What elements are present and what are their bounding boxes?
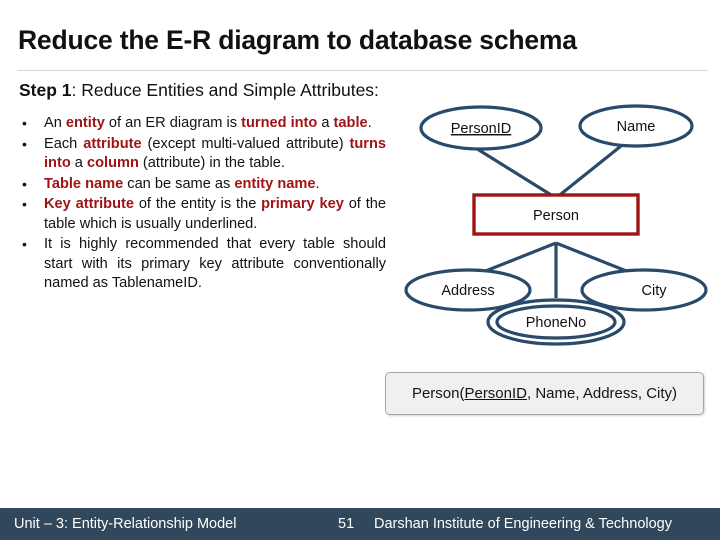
list-item: • Table name can be same as entity name. — [18, 175, 386, 195]
schema-relation-name: Person — [411, 385, 460, 402]
connector-name-to-person — [555, 140, 627, 200]
page-title: Reduce the E-R diagram to database schem… — [18, 25, 577, 55]
bullet-list: • An entity of an ER diagram is turned in… — [18, 114, 386, 295]
entity-person: Person — [472, 193, 640, 236]
emphasis-term: turned into — [241, 115, 318, 131]
er-diagram: PersonID Name Person Address City PhoneN… — [386, 100, 716, 350]
emphasis-term: column — [86, 155, 139, 172]
footer-bar: Unit – 3: Entity-Relationship Model 51 D… — [0, 508, 720, 540]
step-heading: Step 1: Reduce Entities and Simple Attri… — [19, 80, 379, 101]
plain-text: . — [315, 175, 320, 192]
list-item-text: Table name can be same as entity name. — [44, 175, 386, 195]
schema-primary-key: PersonID — [464, 385, 527, 402]
schema-open-paren: ( — [459, 385, 465, 402]
schema-columns: , Name, Address, City) — [527, 385, 678, 402]
attribute-personid: PersonID — [419, 105, 543, 151]
list-item: • It is highly recommended that every tab… — [18, 235, 386, 294]
list-item: • Key attribute of the entity is the prim… — [18, 195, 386, 234]
attribute-phoneno: PhoneNo — [486, 298, 626, 346]
attribute-label-phoneno: PhoneNo — [526, 315, 586, 331]
plain-text: a — [317, 115, 334, 131]
connector-personid-to-person — [465, 140, 557, 200]
attribute-label-personid: PersonID — [451, 121, 511, 137]
plain-text: Each — [44, 135, 84, 152]
emphasis-term: primary key — [261, 196, 344, 213]
list-item-text: Each attribute (except multi-valued attr… — [44, 135, 386, 174]
bullet-marker-icon: • — [22, 196, 27, 213]
plain-text: . — [367, 115, 372, 131]
plain-text: of the entity is the — [133, 196, 262, 213]
plain-text: It is highly recommended that every tabl… — [44, 236, 386, 292]
attribute-name: Name — [578, 104, 694, 148]
list-item-text: Key attribute of the entity is the prima… — [44, 195, 386, 234]
list-item: • An entity of an ER diagram is turned in… — [18, 114, 386, 134]
bullet-marker-icon: • — [22, 135, 27, 152]
footer-unit-label: Unit – 3: Entity-Relationship Model — [14, 516, 237, 532]
footer-organization: Darshan Institute of Engineering & Techn… — [374, 516, 672, 532]
attribute-city: City — [580, 268, 708, 312]
bullet-marker-icon: • — [22, 175, 27, 192]
bullet-marker-icon: • — [22, 115, 27, 131]
footer-page-number: 51 — [338, 516, 355, 532]
attribute-label-address: Address — [441, 283, 494, 299]
plain-text: of the table which is usually underlined… — [44, 196, 386, 232]
entity-label-person: Person — [533, 208, 579, 224]
attribute-label-city: City — [642, 283, 668, 299]
plain-text: of an ER diagram is — [104, 115, 242, 131]
list-item: • Each attribute (except multi-valued att… — [18, 135, 386, 174]
plain-text: (attribute) in the table. — [138, 155, 285, 172]
plain-text: An — [44, 115, 66, 131]
step-label: Step 1 — [19, 80, 72, 100]
emphasis-term: entity — [65, 115, 105, 131]
list-item-text: It is highly recommended that every tabl… — [44, 235, 386, 294]
plain-text: (except multi-valued attribute) — [141, 135, 350, 152]
emphasis-term: table — [333, 115, 368, 131]
attribute-label-name: Name — [617, 119, 656, 135]
emphasis-term: turns into — [44, 135, 386, 172]
schema-relation-box: Person (PersonID, Name, Address, City) — [385, 372, 704, 415]
attribute-address: Address — [404, 268, 532, 312]
step-description: : Reduce Entities and Simple Attributes: — [71, 80, 379, 100]
emphasis-term: Table name — [44, 175, 124, 192]
plain-text: a — [70, 155, 87, 172]
emphasis-term: Key attribute — [44, 196, 134, 213]
plain-text: can be same as — [123, 175, 235, 192]
bullet-marker-icon: • — [22, 236, 27, 253]
emphasis-term: attribute — [83, 135, 142, 152]
title-divider — [17, 70, 708, 71]
list-item-text: An entity of an ER diagram is turned int… — [44, 114, 386, 134]
emphasis-term: entity name — [234, 175, 316, 192]
